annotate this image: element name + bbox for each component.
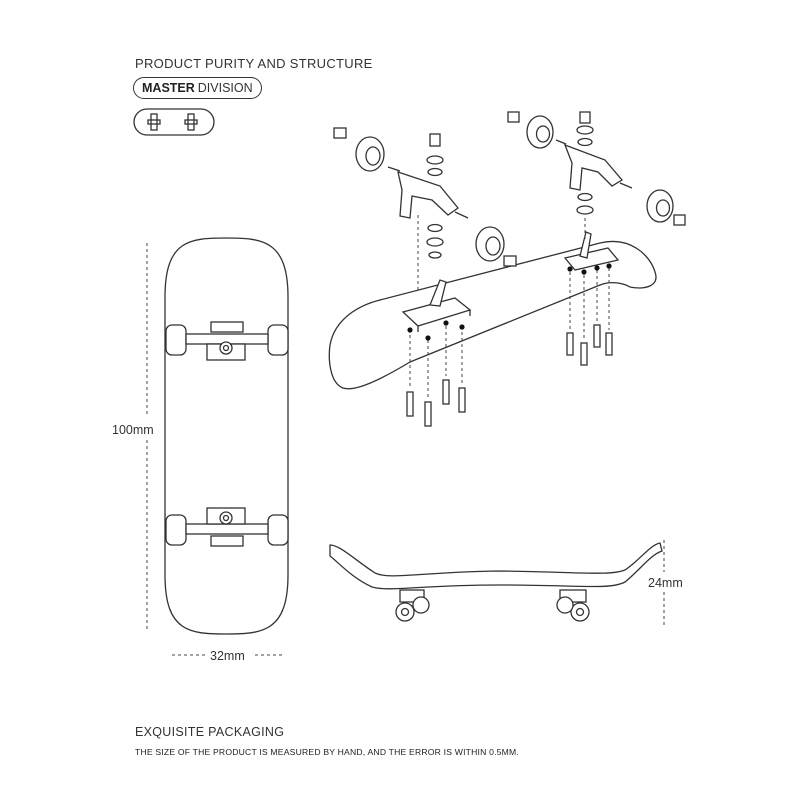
exploded-front-baseplate [401, 279, 472, 332]
measurement-note: THE SIZE OF THE PRODUCT IS MEASURED BY H… [135, 747, 519, 757]
exploded-front-screws [406, 320, 466, 427]
top-view-front-truck [165, 321, 289, 361]
top-view-rear-truck [165, 507, 289, 547]
side-view-front-truck [395, 589, 430, 622]
exploded-rear-baseplate [563, 231, 620, 271]
side-view-rear-truck [556, 589, 590, 622]
packaging-title: EXQUISITE PACKAGING [135, 725, 285, 739]
brand-badge-light: DIVISION [197, 81, 253, 95]
top-view-board [146, 237, 289, 656]
brand-badge: MASTER DIVISION [133, 77, 262, 99]
brand-badge-bold: MASTER [142, 81, 195, 95]
thumbnail-board-icon [133, 108, 215, 136]
height-dimension-label: 24mm [648, 576, 683, 590]
exploded-rear-truck [507, 111, 686, 240]
length-dimension-label: 100mm [112, 423, 154, 437]
width-dimension-label: 32mm [210, 649, 245, 663]
page-title: PRODUCT PURITY AND STRUCTURE [135, 56, 373, 71]
side-view-board [329, 540, 665, 625]
exploded-view [328, 111, 686, 427]
exploded-front-truck [333, 127, 517, 290]
exploded-rear-screws [566, 263, 613, 366]
